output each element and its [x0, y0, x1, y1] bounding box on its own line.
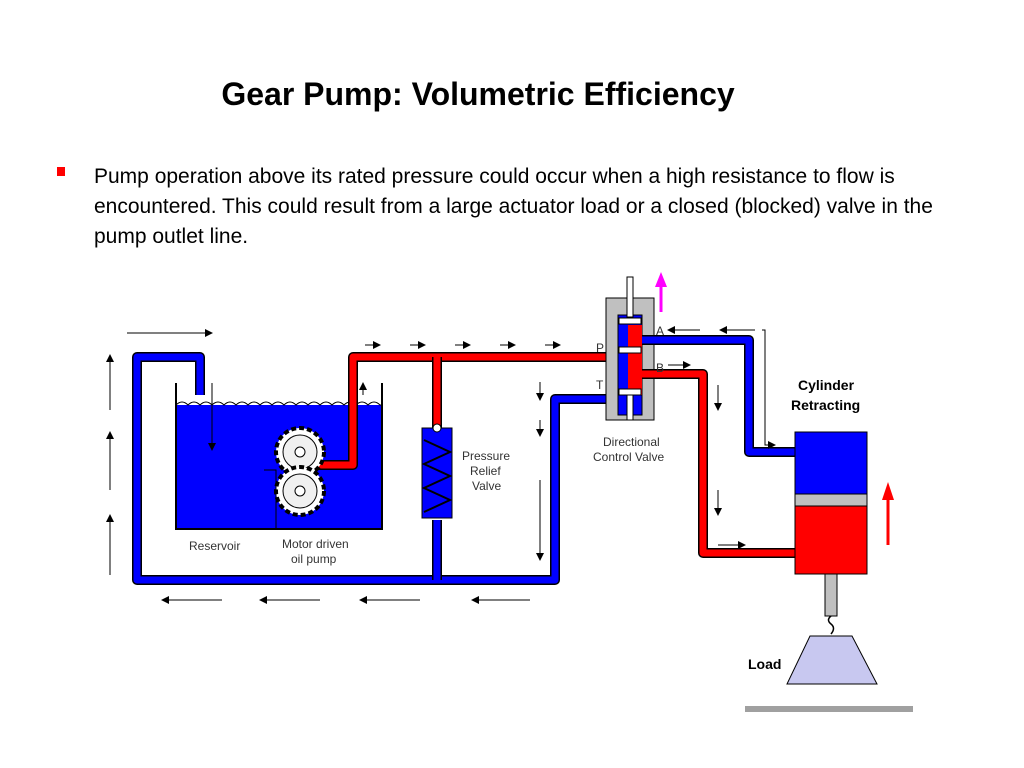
port-a-label: A [656, 324, 664, 338]
line-a-port [642, 335, 795, 457]
dcv-label-line1: Directional [603, 435, 660, 449]
slide-title: Gear Pump: Volumetric Efficiency [221, 76, 735, 112]
relief-label-line1: Pressure [462, 449, 510, 463]
pressure-relief-valve [421, 423, 453, 519]
port-t-label: T [596, 378, 604, 392]
directional-control-valve [605, 276, 655, 421]
load-weight [745, 635, 913, 712]
pump-label-line1: Motor driven [282, 537, 349, 551]
return-line-bottom [132, 352, 618, 585]
relief-label-line2: Relief [470, 464, 501, 478]
cylinder-direction-arrow [882, 482, 894, 545]
port-p-label: P [596, 341, 604, 355]
hydraulic-cylinder [794, 431, 868, 635]
pressure-line [318, 352, 618, 470]
spool-direction-arrow [655, 272, 667, 312]
load-label: Load [748, 656, 781, 672]
flow-arrows [106, 326, 776, 604]
pump-label-line2: oil pump [291, 552, 337, 566]
dcv-label-line2: Control Valve [593, 450, 664, 464]
cylinder-label-line1: Cylinder [798, 377, 855, 393]
line-b-port [642, 369, 795, 558]
reservoir-label: Reservoir [189, 539, 240, 553]
port-b-label: B [656, 361, 664, 375]
gear-pump [264, 426, 326, 528]
cylinder-label-line2: Retracting [791, 397, 860, 413]
bullet-text: Pump operation above its rated pressure … [94, 165, 933, 248]
bullet-marker [57, 167, 65, 176]
relief-label-line3: Valve [472, 479, 501, 493]
